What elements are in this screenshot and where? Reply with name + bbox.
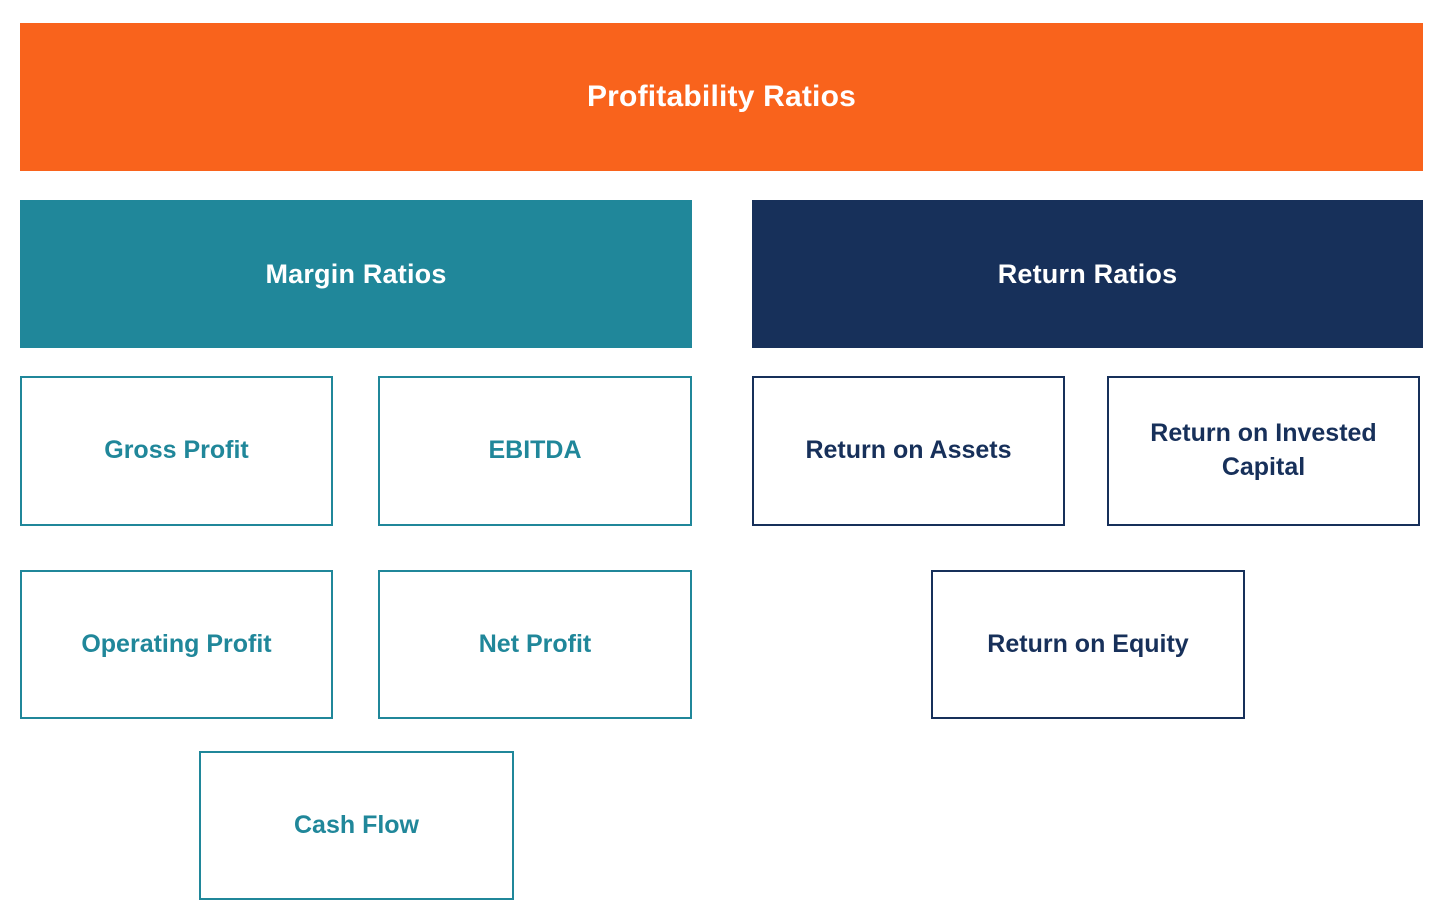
box-ebitda-label: EBITDA [488,436,582,465]
box-operating-profit: Operating Profit [20,570,333,719]
box-return-on-assets-label: Return on Assets [805,436,1012,465]
box-cash-flow-label: Cash Flow [293,810,419,839]
box-net-profit-label: Net Profit [478,629,592,658]
return-ratios-header: Return Ratios [752,200,1423,348]
diagram-title: Profitability Ratios [586,80,857,113]
box-gross-profit-label: Gross Profit [104,436,249,465]
box-ebitda: EBITDA [378,376,692,526]
box-return-on-equity-label: Return on Equity [987,629,1189,658]
box-return-on-assets: Return on Assets [752,376,1065,526]
diagram-title-banner: Profitability Ratios [20,23,1423,171]
box-gross-profit: Gross Profit [20,376,333,526]
box-net-profit: Net Profit [378,570,692,719]
box-return-on-invested-capital: Return on Invested Capital [1107,376,1420,526]
box-return-on-invested-capital-label: Return on Invested Capital [1150,419,1377,481]
margin-ratios-header-label: Margin Ratios [265,258,447,289]
box-operating-profit-label: Operating Profit [81,629,272,658]
box-cash-flow: Cash Flow [199,751,514,900]
return-ratios-header-label: Return Ratios [997,258,1178,289]
box-return-on-equity: Return on Equity [931,570,1245,719]
margin-ratios-header: Margin Ratios [20,200,692,348]
